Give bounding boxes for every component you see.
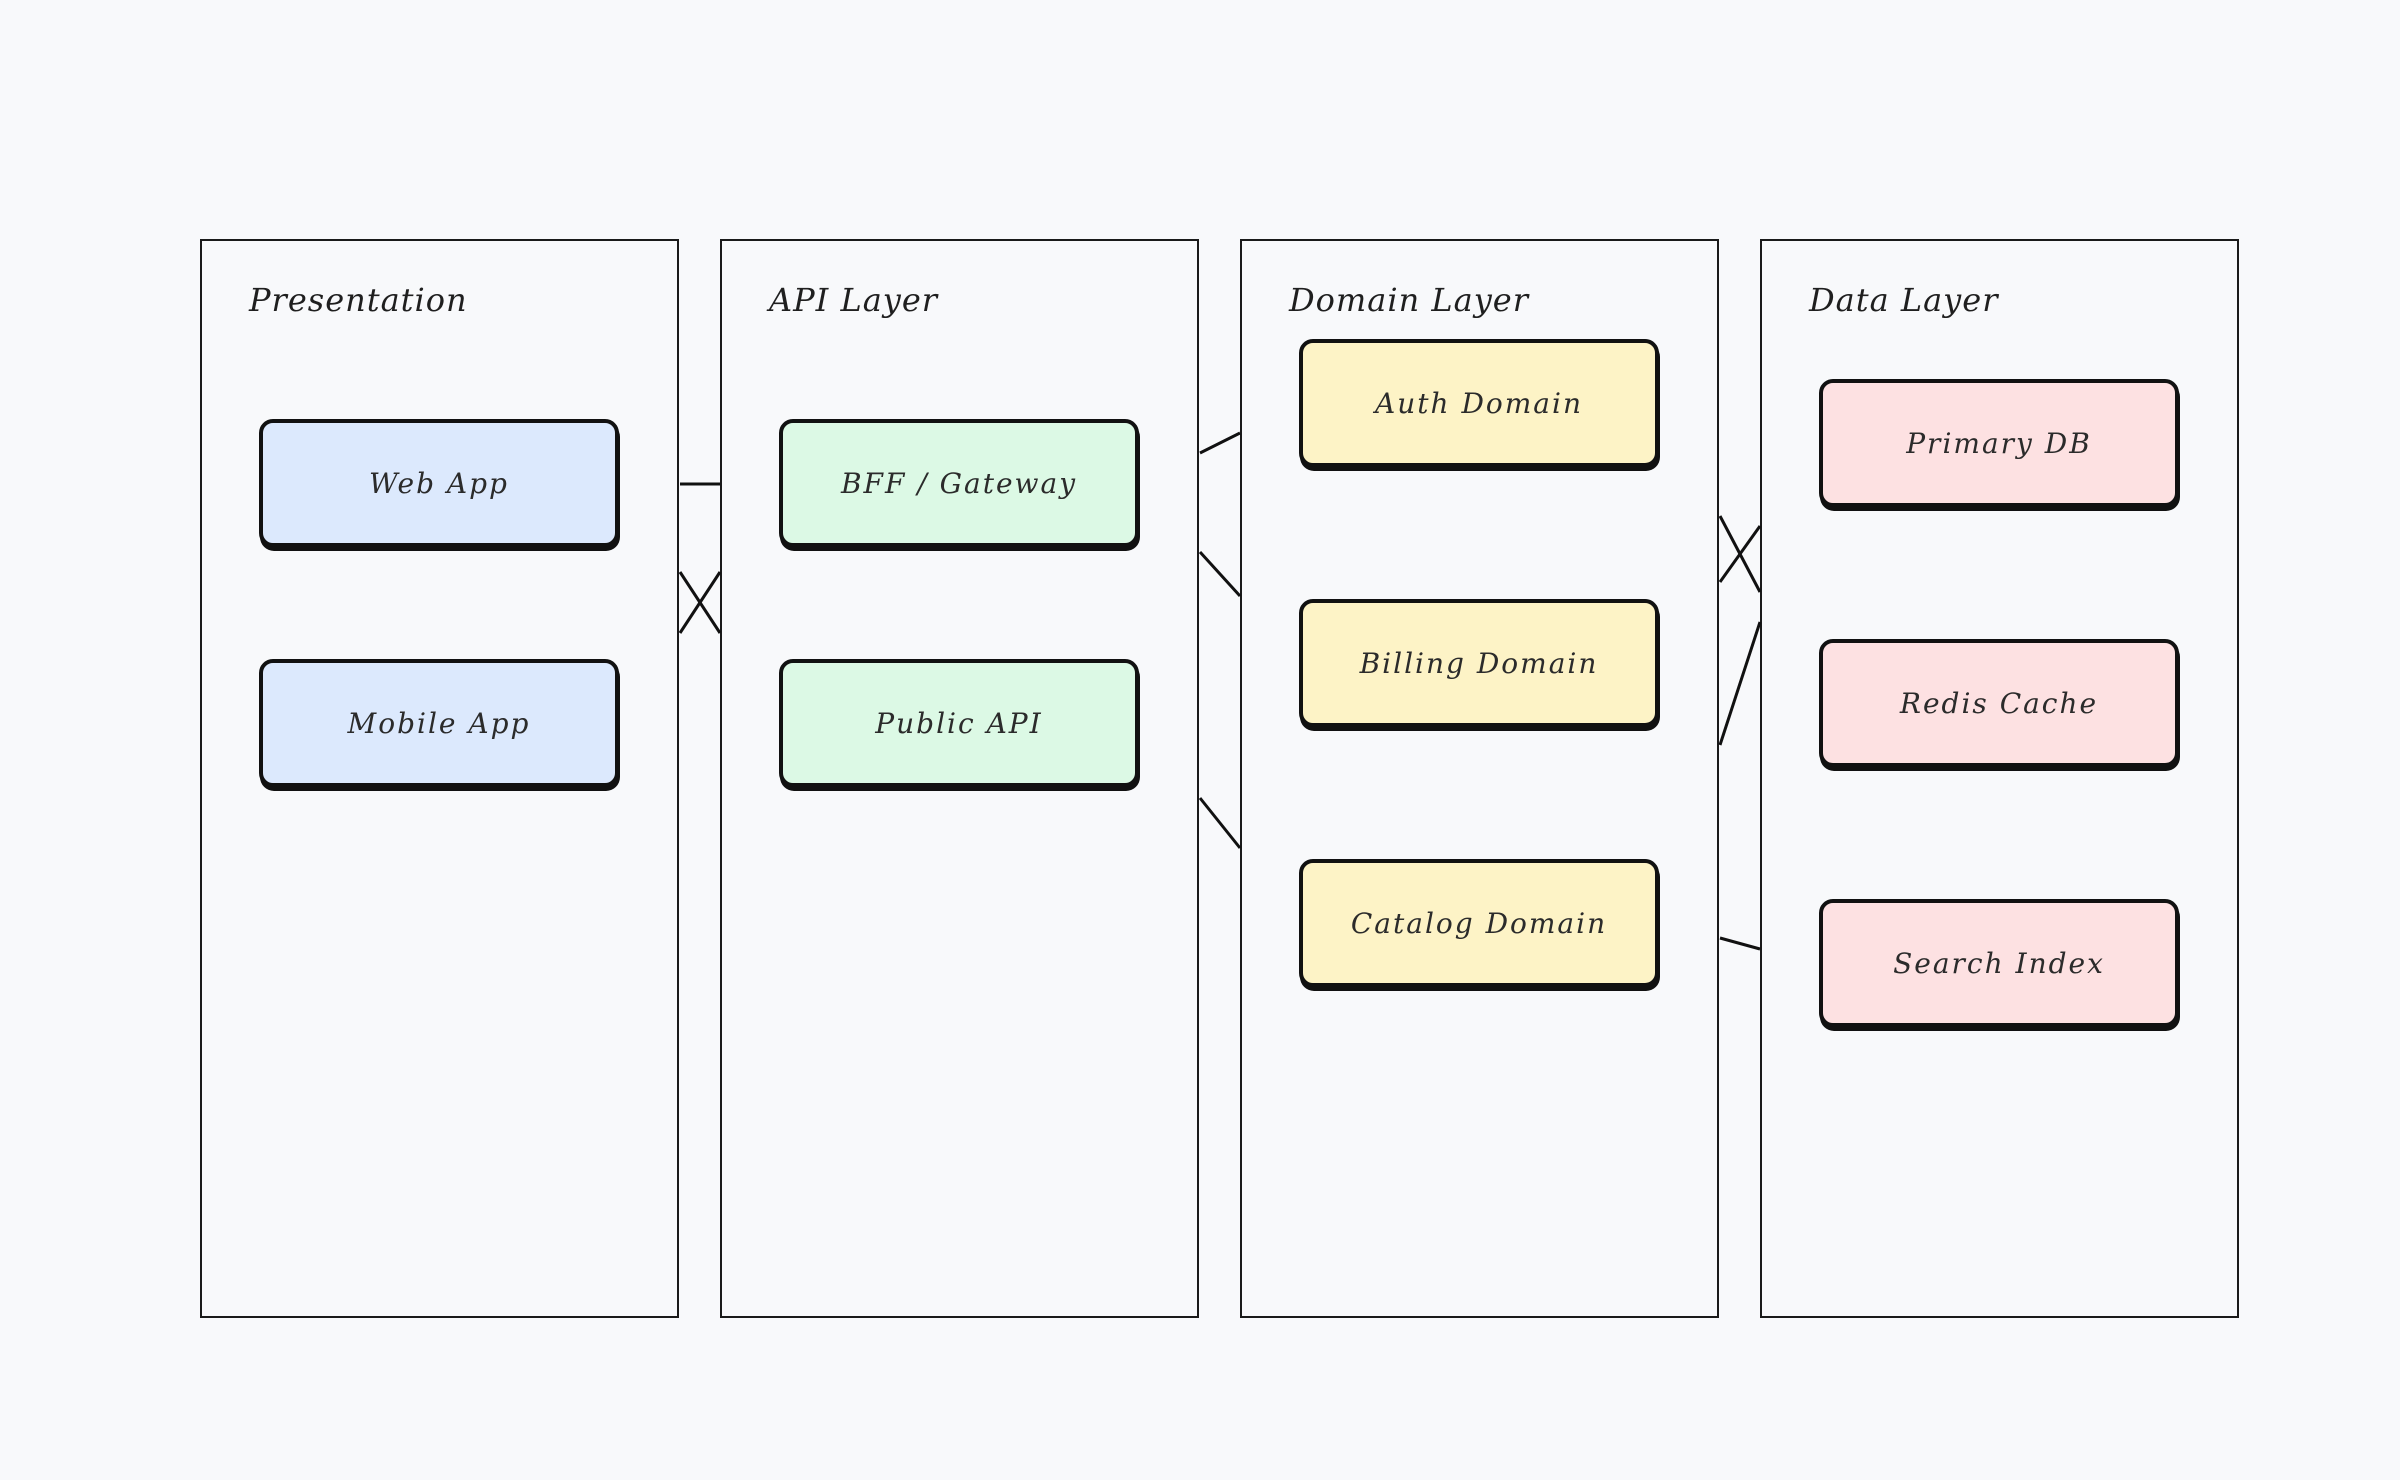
lane-title-presentation: Presentation [249,281,468,319]
node-billing-domain[interactable]: Billing Domain [1299,599,1659,727]
node-mobile-app[interactable]: Mobile App [259,659,619,787]
node-label: Primary DB [1906,426,2092,460]
node-label: Auth Domain [1375,386,1583,420]
node-label: Redis Cache [1899,686,2099,720]
node-label: Web App [369,466,509,500]
node-primary-db[interactable]: Primary DB [1819,379,2179,507]
edge-billing-domain-primary-db [1718,525,1762,583]
edge-bff-gateway-auth-domain [1199,431,1241,455]
edge-public-api-catalog-domain [1198,797,1242,849]
node-label: Search Index [1893,946,2105,980]
node-search-index[interactable]: Search Index [1819,899,2179,1027]
node-label: Catalog Domain [1350,906,1608,940]
node-web-app[interactable]: Web App [259,419,619,547]
node-label: Mobile App [347,706,531,740]
edge-catalog-domain-redis-cache [1718,621,1762,746]
node-auth-domain[interactable]: Auth Domain [1299,339,1659,467]
lane-title-data-layer: Data Layer [1809,281,1999,319]
lane-title-domain-layer: Domain Layer [1289,281,1529,319]
edge-billing-domain-search-index [1719,936,1761,951]
edge-mobile-app-bff-gateway [678,571,722,634]
lane-title-api-layer: API Layer [769,281,939,319]
node-label: BFF / Gateway [840,466,1078,500]
node-label: Billing Domain [1359,646,1599,680]
edge-auth-domain-redis-cache [1718,515,1762,593]
node-public-api[interactable]: Public API [779,659,1139,787]
edge-web-app-public-api [678,571,722,634]
node-catalog-domain[interactable]: Catalog Domain [1299,859,1659,987]
node-label: Public API [875,706,1043,740]
node-redis-cache[interactable]: Redis Cache [1819,639,2179,767]
node-bff-gateway[interactable]: BFF / Gateway [779,419,1139,547]
edge-bff-gateway-billing-domain [1198,550,1242,598]
